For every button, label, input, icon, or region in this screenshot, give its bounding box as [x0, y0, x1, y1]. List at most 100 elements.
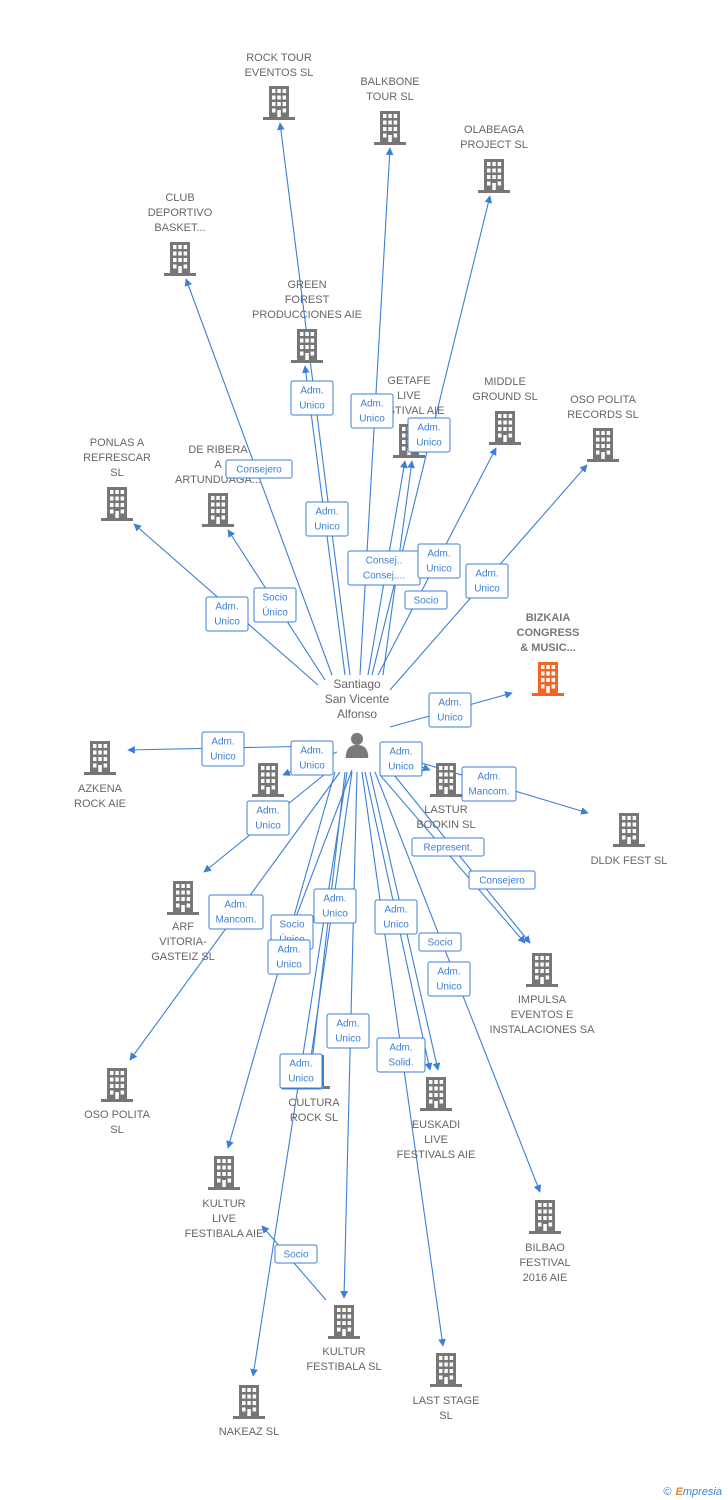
relation-box [290, 380, 334, 416]
building-icon [613, 813, 645, 847]
relation-badge[interactable]: Adm.Mancom. [461, 766, 517, 802]
relation-label: Adm.Mancom. [215, 900, 256, 926]
building-icon [263, 86, 295, 120]
relation-box [279, 1053, 323, 1089]
relation-badge[interactable]: Represent. [411, 837, 485, 857]
building-icon [167, 881, 199, 915]
relation-badge[interactable]: Socio [418, 932, 462, 952]
building-icon [101, 1068, 133, 1102]
relation-badge[interactable]: Socio [404, 590, 448, 610]
relation-box [407, 417, 451, 453]
relation-box [468, 870, 536, 890]
relation-badge[interactable]: Socio [274, 1244, 318, 1264]
relation-badge[interactable]: Adm.Unico [305, 501, 349, 537]
relation-box [411, 837, 485, 857]
relation-box [417, 543, 461, 579]
building-icon [291, 329, 323, 363]
relation-badge[interactable]: Adm.Unico [290, 380, 334, 416]
footer-brand[interactable]: ©Empresia [663, 1486, 722, 1498]
relation-badge[interactable]: Adm.Solid. [376, 1037, 426, 1073]
relation-badge[interactable]: Adm.Mancom. [208, 894, 264, 930]
company-node-dldk[interactable]: DLDK FEST SL [591, 813, 668, 867]
relation-badge[interactable]: Adm.Unico [201, 731, 245, 767]
building-icon [430, 1353, 462, 1387]
relation-box [461, 766, 517, 802]
relation-label: Adm.Unico [322, 894, 348, 920]
relation-badge[interactable]: Adm.Unico [246, 800, 290, 836]
edge-impulsa [379, 774, 526, 944]
relation-box [305, 501, 349, 537]
relation-label: Adm.Unico [383, 905, 409, 931]
building-icon [374, 111, 406, 145]
building-icon [420, 1077, 452, 1111]
relation-label: Adm.Unico [335, 1019, 361, 1045]
building-icon [526, 953, 558, 987]
relation-badge[interactable]: Adm.Unico [374, 899, 418, 935]
relation-badge[interactable]: Adm.Unico [313, 888, 357, 924]
building-icon [202, 493, 234, 527]
company-label: NAKEAZ SL [219, 1426, 280, 1438]
relation-badge[interactable]: Adm.Unico [290, 740, 334, 776]
relation-badge[interactable]: Adm.Unico [350, 393, 394, 429]
relation-box [225, 459, 293, 479]
relation-badge[interactable]: Adm.Unico [279, 1053, 323, 1089]
relation-label: Adm.Unico [288, 1059, 314, 1085]
relation-badge[interactable]: Adm.Unico [465, 563, 509, 599]
person-icon [345, 732, 369, 758]
relation-badge[interactable]: Consejero [468, 870, 536, 890]
relation-badge[interactable]: Adm.Unico [379, 741, 423, 777]
relation-badge[interactable]: Adm.Unico [407, 417, 451, 453]
relation-badge[interactable]: Adm.Unico [427, 961, 471, 997]
building-icon [101, 487, 133, 521]
relation-badge[interactable]: Adm.Unico [417, 543, 461, 579]
relation-box [428, 692, 472, 728]
relation-badge[interactable]: Adm.Unico [267, 939, 311, 975]
relation-badge[interactable]: Consej..Consej.... [347, 550, 421, 586]
company-node-nakeaz[interactable]: NAKEAZ SL [219, 1385, 280, 1438]
relation-badge[interactable]: Adm.Unico [326, 1013, 370, 1049]
building-icon [252, 763, 284, 797]
building-icon [84, 741, 116, 775]
relation-badge[interactable]: Adm.Unico [205, 596, 249, 632]
building-icon [587, 428, 619, 462]
relation-label: Adm.Unico [314, 507, 340, 533]
relation-badge[interactable]: Consejero [225, 459, 293, 479]
relation-box [418, 932, 462, 952]
relation-badge[interactable]: Adm.Unico [428, 692, 472, 728]
relation-box [267, 939, 311, 975]
